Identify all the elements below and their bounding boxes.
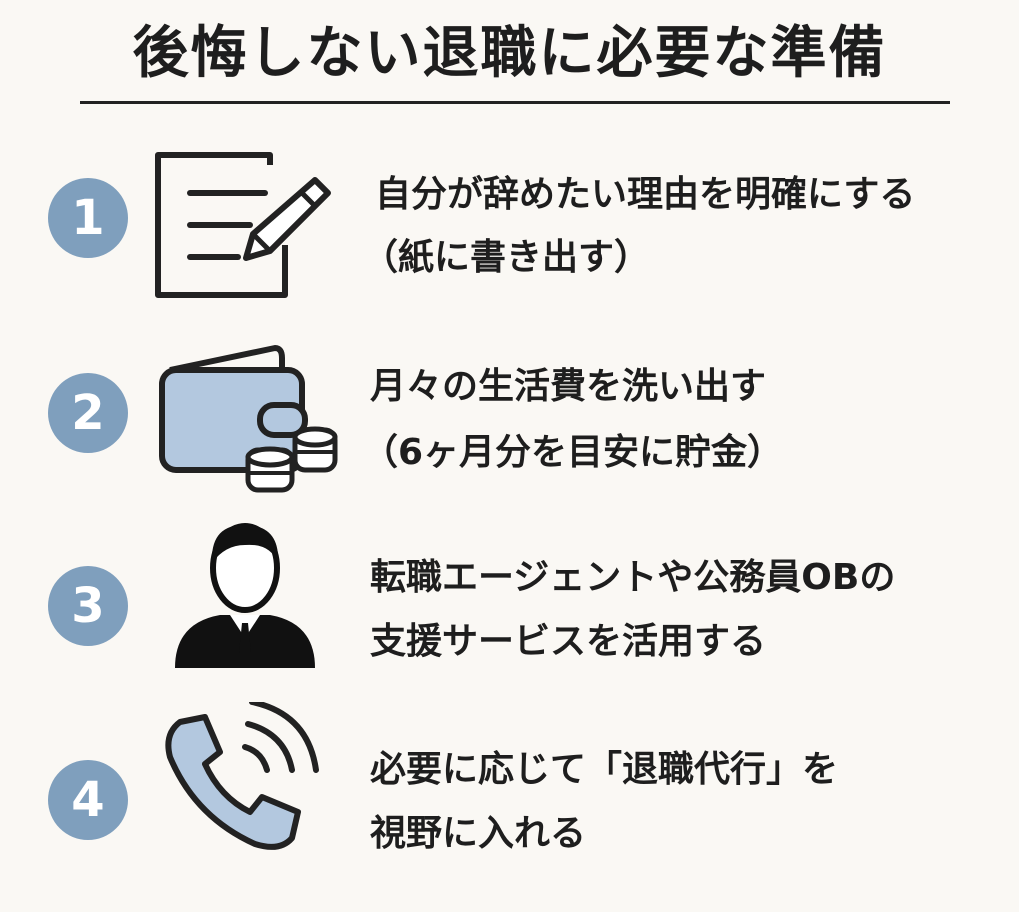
step-text-line-2: 視野に入れる <box>370 813 587 854</box>
phone-icon <box>165 702 319 850</box>
businessman-icon <box>175 523 315 668</box>
step-text-line-1: 月々の生活費を洗い出す <box>370 366 767 407</box>
step-text-line-2: （6ヶ月分を目安に貯金） <box>362 432 784 473</box>
step-text-line-1: 必要に応じて「退職代行」を <box>370 749 839 790</box>
step-number-badge: 2 <box>48 373 128 453</box>
step-3: 3 転職エージェントや公務員OBの 支援サービスを活用する <box>0 523 1019 718</box>
step-text-line-1: 転職エージェントや公務員OBの <box>370 557 896 598</box>
title-divider <box>80 101 950 104</box>
step-4: 4 必要に応じて「退職代行」を 視野に入れる <box>0 702 1019 912</box>
wallet-coins-icon <box>159 345 338 493</box>
step-text-line-1: 自分が辞めたい理由を明確にする <box>375 174 916 215</box>
step-text-line-2: （紙に書き出す） <box>362 237 651 278</box>
step-number-badge: 1 <box>48 178 128 258</box>
step-number-badge: 3 <box>48 566 128 646</box>
document-pencil-icon <box>155 152 331 298</box>
step-2: 2 月々の生活費を洗い出す （6ヶ月分を目安に貯金） <box>0 335 1019 525</box>
step-number-badge: 4 <box>48 760 128 840</box>
page-title: 後悔しない退職に必要な準備 <box>132 21 887 86</box>
step-text-line-2: 支援サービスを活用する <box>370 621 767 662</box>
step-1: 1 自分が辞めたい理由を明確にする （紙に書き出す） <box>0 140 1019 330</box>
